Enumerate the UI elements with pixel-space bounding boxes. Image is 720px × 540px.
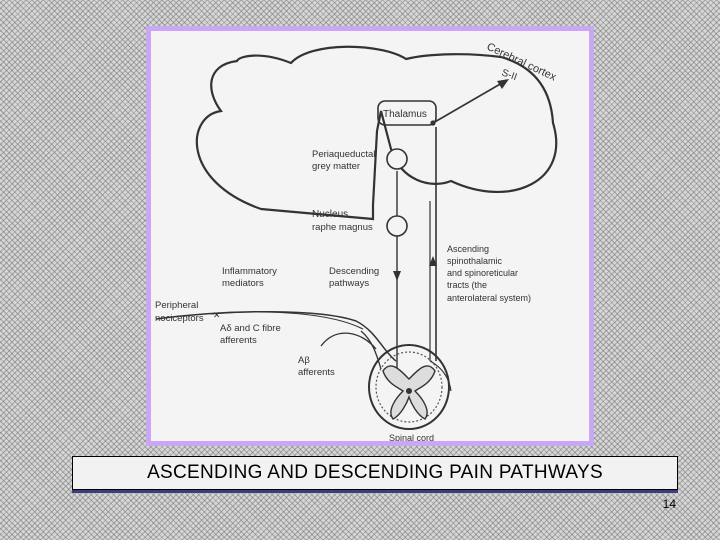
label-ab-1: Aβ	[298, 355, 310, 366]
ascending-arrowhead	[429, 256, 437, 266]
label-s-ii: S-II	[500, 67, 518, 83]
peripheral-afferent	[155, 310, 397, 362]
label-afferents-2: afferents	[220, 335, 257, 346]
label-ascending-1: Ascending	[447, 244, 489, 254]
label-ascending-2: spinothalamic	[447, 256, 503, 266]
slide-title: ASCENDING AND DESCENDING PAIN PATHWAYS	[147, 462, 603, 483]
cortex-arrow-line	[432, 82, 503, 124]
pain-pathway-diagram: ✕ Cerebral cortex S-II Thalamus Periaque…	[155, 41, 559, 441]
label-pag-1: Periaqueductal	[312, 149, 375, 160]
thalamus-box	[377, 100, 437, 126]
label-spinal-cord: Spinal cord	[389, 433, 434, 441]
cortex-arrowhead	[497, 79, 509, 89]
label-pag-2: grey matter	[312, 161, 360, 172]
nrm-circle	[386, 215, 408, 237]
page-number: 14	[662, 497, 676, 511]
label-nucleus-1: Nucleus	[312, 209, 348, 220]
label-nucleus-2: raphe magnus	[312, 222, 373, 233]
label-ascending-3: and spinoreticular	[447, 268, 518, 278]
slide-title-bar: ASCENDING AND DESCENDING PAIN PATHWAYS	[72, 456, 678, 490]
diagram-canvas: ✕ Cerebral cortex S-II Thalamus Periaque…	[151, 31, 589, 441]
label-thalamus: Thalamus	[383, 109, 427, 120]
spinal-cord-inner	[375, 351, 443, 423]
label-ascending-5: anterolateral system)	[447, 293, 531, 303]
label-ascending-4: tracts (the	[447, 280, 487, 290]
label-peripheral-1: Peripheral	[155, 300, 198, 311]
ab-afferent	[320, 332, 377, 350]
label-cerebral-cortex: Cerebral cortex	[485, 41, 559, 84]
label-descending-2: pathways	[329, 278, 369, 289]
label-ab-2: afferents	[298, 367, 335, 378]
label-peripheral-2: nociceptors	[155, 313, 204, 324]
dorsal-root	[360, 330, 382, 370]
label-afferents-1: Aδ and C fibre	[220, 323, 281, 334]
brain-outline	[195, 45, 558, 221]
descending-arrowhead	[393, 271, 401, 281]
label-descending-1: Descending	[329, 266, 379, 277]
peripheral-afferent-2	[210, 311, 364, 330]
lateral-tract	[429, 360, 452, 392]
diagram-frame: ✕ Cerebral cortex S-II Thalamus Periaque…	[146, 26, 594, 446]
pag-circle	[386, 148, 408, 170]
nociceptor-mark: ✕	[213, 310, 221, 320]
label-inflammatory-2: mediators	[222, 278, 264, 289]
spinal-cord-outline	[368, 344, 450, 430]
label-inflammatory-1: Inflammatory	[222, 266, 277, 277]
thalamus-dot	[430, 120, 436, 126]
central-canal	[406, 388, 412, 394]
